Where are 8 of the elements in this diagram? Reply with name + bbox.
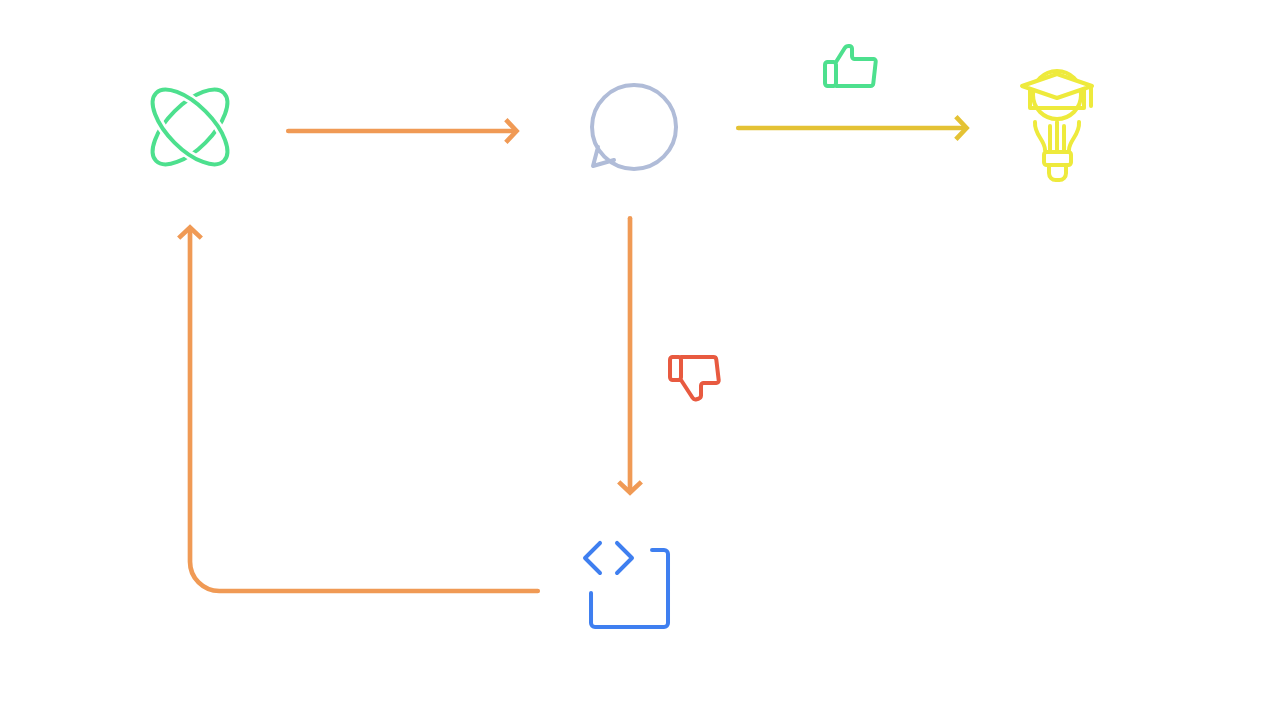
lightbulb-icon: [1020, 69, 1094, 182]
arrow: [177, 224, 541, 594]
code-icon: [583, 541, 670, 629]
arrow: [617, 215, 643, 496]
arrow: [285, 118, 520, 144]
atom-icon: [148, 85, 232, 169]
arrow: [735, 115, 970, 141]
speech-bubble-icon: [590, 83, 678, 171]
